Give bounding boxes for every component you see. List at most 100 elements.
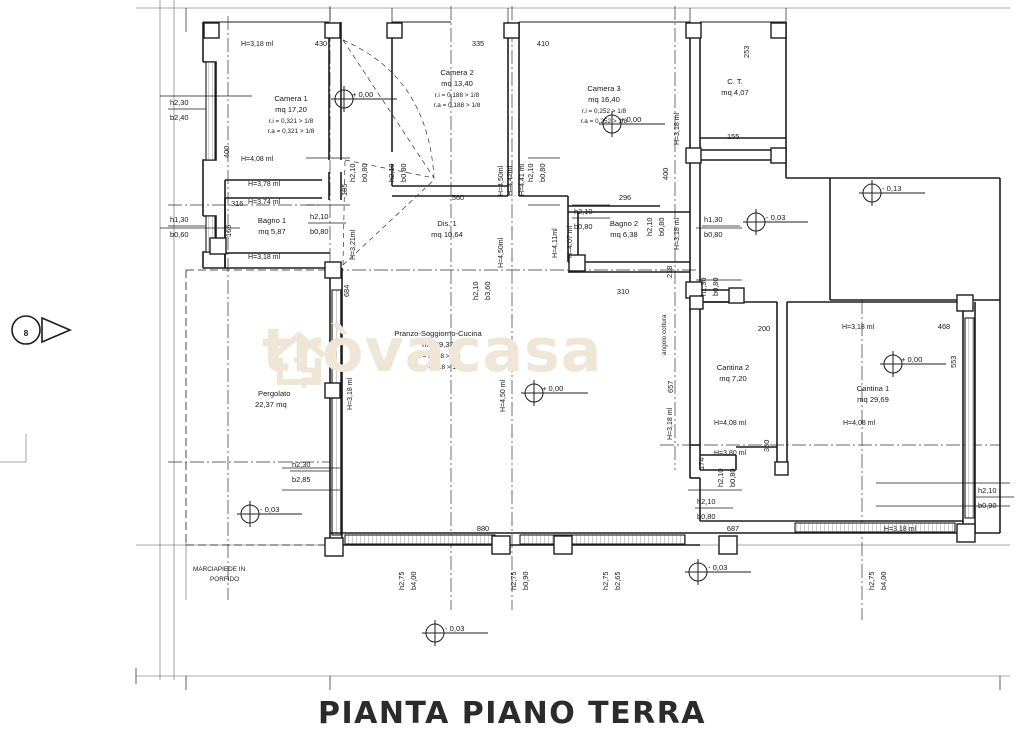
opening-h-o14: h2,10	[697, 497, 716, 506]
room-label-camera1-name: Camera 1	[274, 94, 307, 103]
level-value-6: - 0,03	[766, 213, 785, 222]
height-h318-bagno1: H=3,18 ml	[248, 254, 281, 261]
dim-left-185: 185	[340, 184, 349, 196]
opening-h-o10: h1,30	[699, 278, 708, 297]
height-h450-living: H=4,50 ml	[500, 379, 507, 412]
opening-b-o9: b0,80	[704, 230, 723, 239]
room-labels: Camera 1 mq 17,20 r.i = 0,321 > 1/8 r.a …	[255, 68, 889, 409]
level-value-5: - 0,13	[882, 184, 901, 193]
room-label-cantina2-area: mq 7,20	[719, 374, 746, 383]
opening-b-o12: b2,85	[292, 475, 311, 484]
opening-h-o9: h1,30	[704, 215, 723, 224]
dim-top-335: 335	[472, 39, 484, 48]
room-label-camera2-ri: r.i = 0,188 > 1/8	[435, 92, 480, 99]
room-label-pergolato-name: Pergolato	[258, 389, 291, 398]
height-h450ml-a: H=4,50ml	[498, 165, 505, 196]
opening-labels: h2,30 b2,40 h1,30 b0,60 h2,10 b0,80 h2,1…	[168, 98, 1014, 590]
level-marker	[422, 620, 488, 646]
level-marker	[599, 111, 665, 137]
opening-h-o3: h2,10	[348, 164, 357, 183]
level-marker	[331, 86, 397, 112]
height-h318-cantina: H=3,18 ml	[842, 324, 875, 331]
opening-b-o6: b0,80	[538, 164, 547, 183]
building-walls	[202, 21, 1001, 546]
paving-outline	[185, 269, 330, 546]
height-h442: H=4,42ml	[507, 165, 514, 196]
dimension-values: 430 335 410 253 155 400 316 166 185 560 …	[222, 39, 958, 533]
dim-left-166: 166	[224, 225, 233, 237]
opening-h-o12: h2,30	[292, 460, 311, 469]
level-marker	[685, 559, 751, 585]
opening-b-o13: b0,80	[728, 469, 737, 488]
opening-b-o16: b4,00	[409, 572, 418, 591]
room-label-ct-area: mq 4,07	[721, 88, 748, 97]
height-h408-cantina2: H=4,08 ml	[714, 420, 747, 427]
room-label-camera2-area: mq 13,40	[441, 79, 473, 88]
opening-b-o14: b0,80	[697, 512, 716, 521]
height-h318-camera1: H=3,18 ml	[241, 41, 274, 48]
plan-notes: MARCIAPIEDE IN PORFIDO angolo cottura	[193, 314, 668, 583]
opening-b-o8: b0,80	[657, 218, 666, 237]
opening-b-o11: b3,60	[483, 282, 492, 301]
room-label-bagno1-name: Bagno 1	[258, 216, 286, 225]
level-value-8: - 0,03	[708, 563, 727, 572]
opening-h-o5: h2,10	[387, 164, 396, 183]
room-label-camera1-ra: r.a = 0,321 > 1/8	[268, 128, 315, 135]
dim-218: 218	[665, 266, 674, 278]
sheet-marker: 8	[11, 315, 73, 345]
height-h408-cantina1: H=4,08 ml	[843, 420, 876, 427]
page-title: PIANTA PIANO TERRA	[317, 696, 707, 731]
height-h450-dis: H=4,50ml	[498, 237, 505, 268]
opening-h-o11: h2,10	[471, 282, 480, 301]
level-marker	[237, 501, 302, 527]
room-label-camera3-ri: r.i = 0,252 > 1/8	[582, 108, 627, 115]
opening-h-o18: h2,75	[601, 572, 610, 591]
room-label-bagno2-area: mq 6,38	[610, 230, 637, 239]
room-label-dis1-name: Dis. 1	[437, 219, 456, 228]
dim-560: 560	[452, 193, 464, 202]
height-h408-camera1: H=4,08 ml	[241, 156, 274, 163]
dim-left-400: 400	[222, 146, 231, 158]
height-h318-right: H=3,18 ml	[674, 217, 681, 250]
height-h378: H=3,78 ml	[248, 181, 281, 188]
room-label-cantina1-area: mq 29,69	[857, 395, 889, 404]
dim-687: 687	[727, 524, 739, 533]
height-h407: H=4,07 ml	[567, 225, 574, 258]
room-label-camera2-name: Camera 2	[440, 68, 473, 77]
level-markers	[237, 86, 946, 646]
opening-h-o13: h2,10	[716, 469, 725, 488]
height-h321: H=3,21ml	[350, 229, 357, 260]
level-marker	[743, 209, 808, 235]
room-label-dis1-area: mq 10,64	[431, 230, 463, 239]
opening-b-o17: b0,90	[521, 572, 530, 591]
opening-b-o19: b4,00	[879, 572, 888, 591]
note-marciapiede-line2: PORFIDO	[210, 576, 239, 583]
room-label-camera1-area: mq 17,20	[275, 105, 307, 114]
opening-b-o1: b2,40	[170, 113, 189, 122]
height-h318-left-living: H=3,18 ml	[347, 377, 354, 410]
opening-h-o16: h2,75	[397, 572, 406, 591]
opening-h-o7: h2,10	[574, 207, 593, 216]
room-label-bagno1-area: mq 5,87	[258, 227, 285, 236]
dim-310: 310	[617, 287, 629, 296]
note-angolo-cottura: angolo cottura	[661, 314, 668, 355]
opening-b-o2: b0,60	[170, 230, 189, 239]
level-marker	[880, 351, 946, 377]
opening-b-o15: b0,90	[978, 501, 997, 510]
room-label-soggiorno-ra: r.a = 0,418 > 1/8	[415, 364, 462, 371]
level-marker	[859, 180, 925, 206]
level-values: + 0,00 + 0,00 + 0,00 + 0,00 - 0,13 - 0,0…	[260, 90, 922, 633]
level-value-4: + 0,00	[901, 355, 922, 364]
height-h374: H=3,74 ml	[248, 199, 281, 206]
room-label-camera3-ra: r.a = 0,252 > 1/8	[581, 118, 628, 125]
dim-top-430: 430	[315, 39, 327, 48]
door-swings	[342, 39, 435, 266]
construction-lines	[0, 0, 1010, 680]
room-label-camera1-ri: r.i = 0,321 > 1/8	[269, 118, 314, 125]
sheet-marker-number: 8	[24, 328, 29, 338]
room-label-soggiorno-name: Pranzo-Soggiorno-Cucina	[394, 329, 482, 338]
room-label-soggiorno-ri: r.i = 0,418 > 1/8	[416, 353, 461, 360]
level-value-9: - 0,03	[445, 624, 464, 633]
